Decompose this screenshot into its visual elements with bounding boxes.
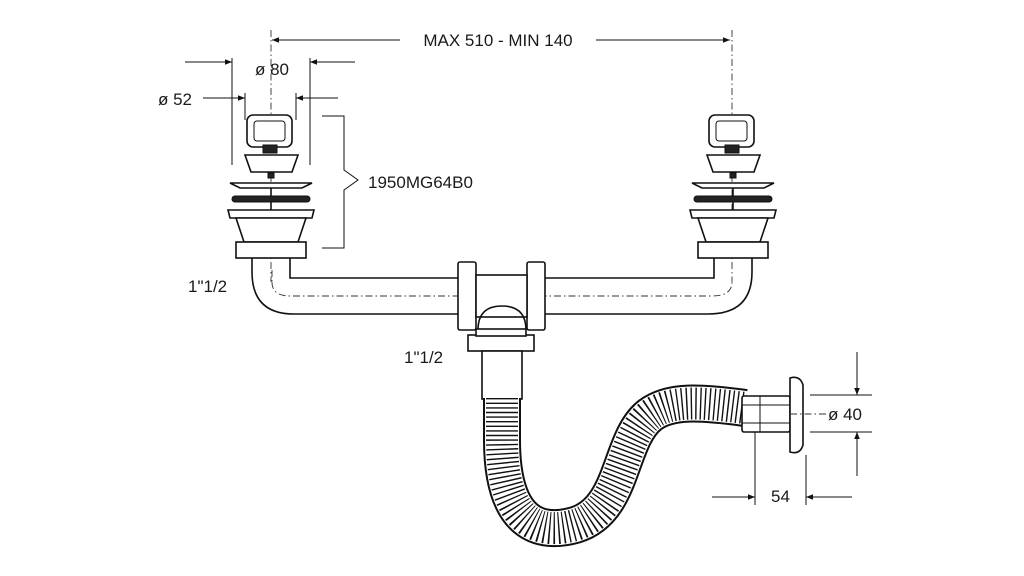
part-bracket: 1950MG64B0	[322, 115, 473, 249]
outlet-dia-dimension: ø 40	[810, 352, 872, 476]
wall-outlet	[741, 376, 828, 454]
part-code-label: 1950MG64B0	[368, 173, 473, 192]
dia80-dimension: ø 80	[185, 58, 355, 165]
dia52-dimension: ø 52	[158, 90, 338, 120]
right-strainer	[688, 114, 778, 259]
left-strainer	[226, 114, 316, 259]
outlet-length-dimension: 54	[712, 432, 852, 506]
flexible-hose	[483, 384, 748, 548]
span-label: MAX 510 - MIN 140	[423, 31, 572, 50]
dia80-label: ø 80	[255, 60, 289, 79]
span-dimension: MAX 510 - MIN 140	[272, 31, 730, 50]
outlet-dia-label: ø 40	[828, 405, 862, 424]
outlet-length-label: 54	[771, 487, 790, 506]
thread-center-label: 1"1/2	[404, 348, 443, 367]
dia52-label: ø 52	[158, 90, 192, 109]
t-junction	[457, 261, 546, 400]
thread-left-label: 1"1/2	[188, 277, 227, 296]
